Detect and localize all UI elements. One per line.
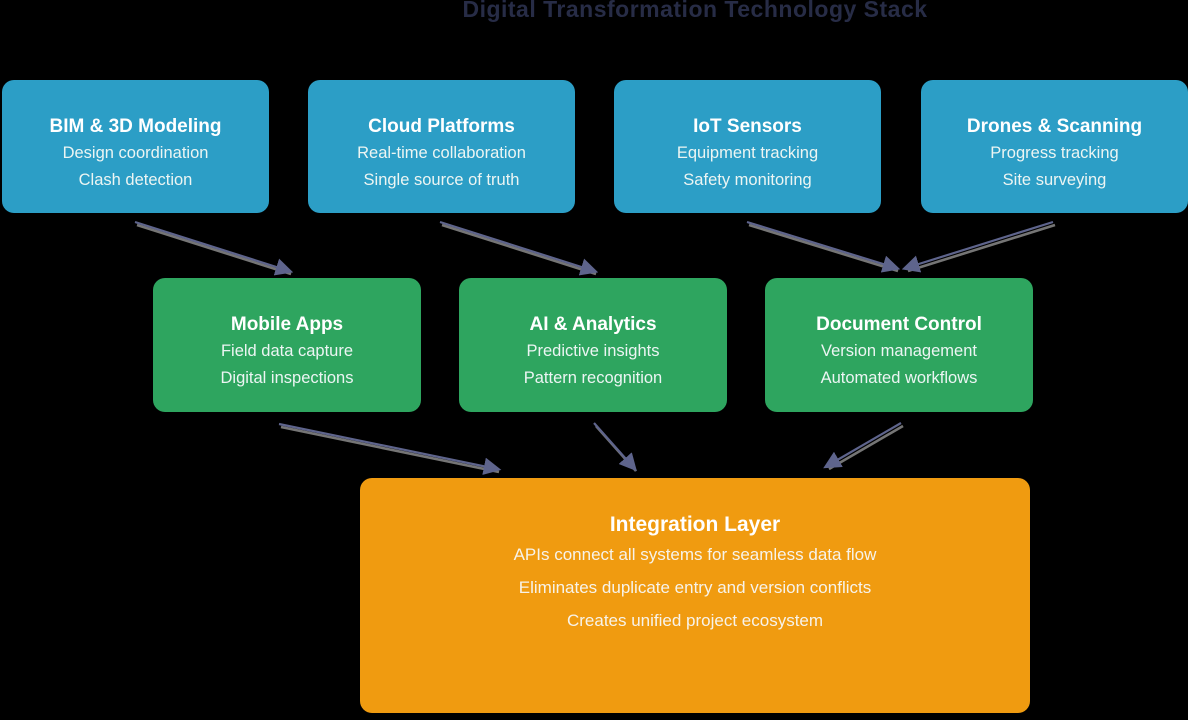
box-iot-sensors: IoT Sensors Equipment tracking Safety mo… bbox=[614, 72, 886, 216]
box-title: BIM & 3D Modeling bbox=[49, 116, 222, 137]
connector-document-control-to-integration bbox=[823, 422, 904, 471]
box-title: Cloud Platforms bbox=[368, 116, 515, 137]
box-document-control: Document Control Version management Auto… bbox=[765, 270, 1038, 415]
box-line: APIs connect all systems for seamless da… bbox=[513, 545, 877, 564]
box-integration-layer: Integration Layer APIs connect all syste… bbox=[360, 470, 1035, 716]
box-title: Document Control bbox=[816, 314, 982, 335]
box-mobile-apps: Mobile Apps Field data capture Digital i… bbox=[153, 270, 426, 415]
box-ai-analytics: AI & Analytics Predictive insights Patte… bbox=[459, 270, 732, 415]
box-line: Eliminates duplicate entry and version c… bbox=[518, 578, 872, 597]
connector-drones-to-document-control bbox=[901, 220, 1056, 273]
connector-bim-to-mobile-apps bbox=[134, 220, 294, 276]
box-line: Digital inspections bbox=[220, 369, 354, 387]
connector-mobile-apps-to-integration bbox=[278, 422, 502, 475]
box-line: Version management bbox=[821, 342, 977, 360]
box-title: Mobile Apps bbox=[230, 314, 344, 335]
connector-cloud-to-ai-analytics bbox=[439, 220, 599, 276]
box-bim-3d-modeling: BIM & 3D Modeling Design coordination Cl… bbox=[2, 72, 274, 216]
box-line: Predictive insights bbox=[526, 342, 660, 360]
box-title: IoT Sensors bbox=[693, 116, 802, 137]
box-line: Clash detection bbox=[78, 171, 193, 189]
box-drones-scanning: Drones & Scanning Progress tracking Site… bbox=[921, 72, 1188, 216]
box-cloud-platforms: Cloud Platforms Real-time collaboration … bbox=[308, 72, 580, 216]
box-line: Creates unified project ecosystem bbox=[566, 611, 824, 630]
box-title: AI & Analytics bbox=[529, 314, 657, 335]
connector-ai-analytics-to-integration bbox=[593, 422, 637, 472]
box-line: Real-time collaboration bbox=[357, 144, 526, 162]
box-title: Drones & Scanning bbox=[966, 116, 1143, 137]
box-line: Field data capture bbox=[220, 342, 354, 360]
box-line: Safety monitoring bbox=[683, 171, 812, 189]
connector-iot-to-document-control bbox=[746, 220, 901, 273]
box-line: Design coordination bbox=[62, 144, 209, 162]
box-line: Site surveying bbox=[1002, 171, 1107, 189]
box-line: Equipment tracking bbox=[676, 144, 819, 162]
page-title: Digital Transformation Technology Stack bbox=[462, 0, 928, 22]
box-line: Progress tracking bbox=[990, 144, 1119, 162]
box-line: Automated workflows bbox=[820, 369, 978, 387]
box-title: Integration Layer bbox=[609, 513, 781, 536]
box-line: Pattern recognition bbox=[523, 369, 663, 387]
box-line: Single source of truth bbox=[363, 171, 520, 189]
